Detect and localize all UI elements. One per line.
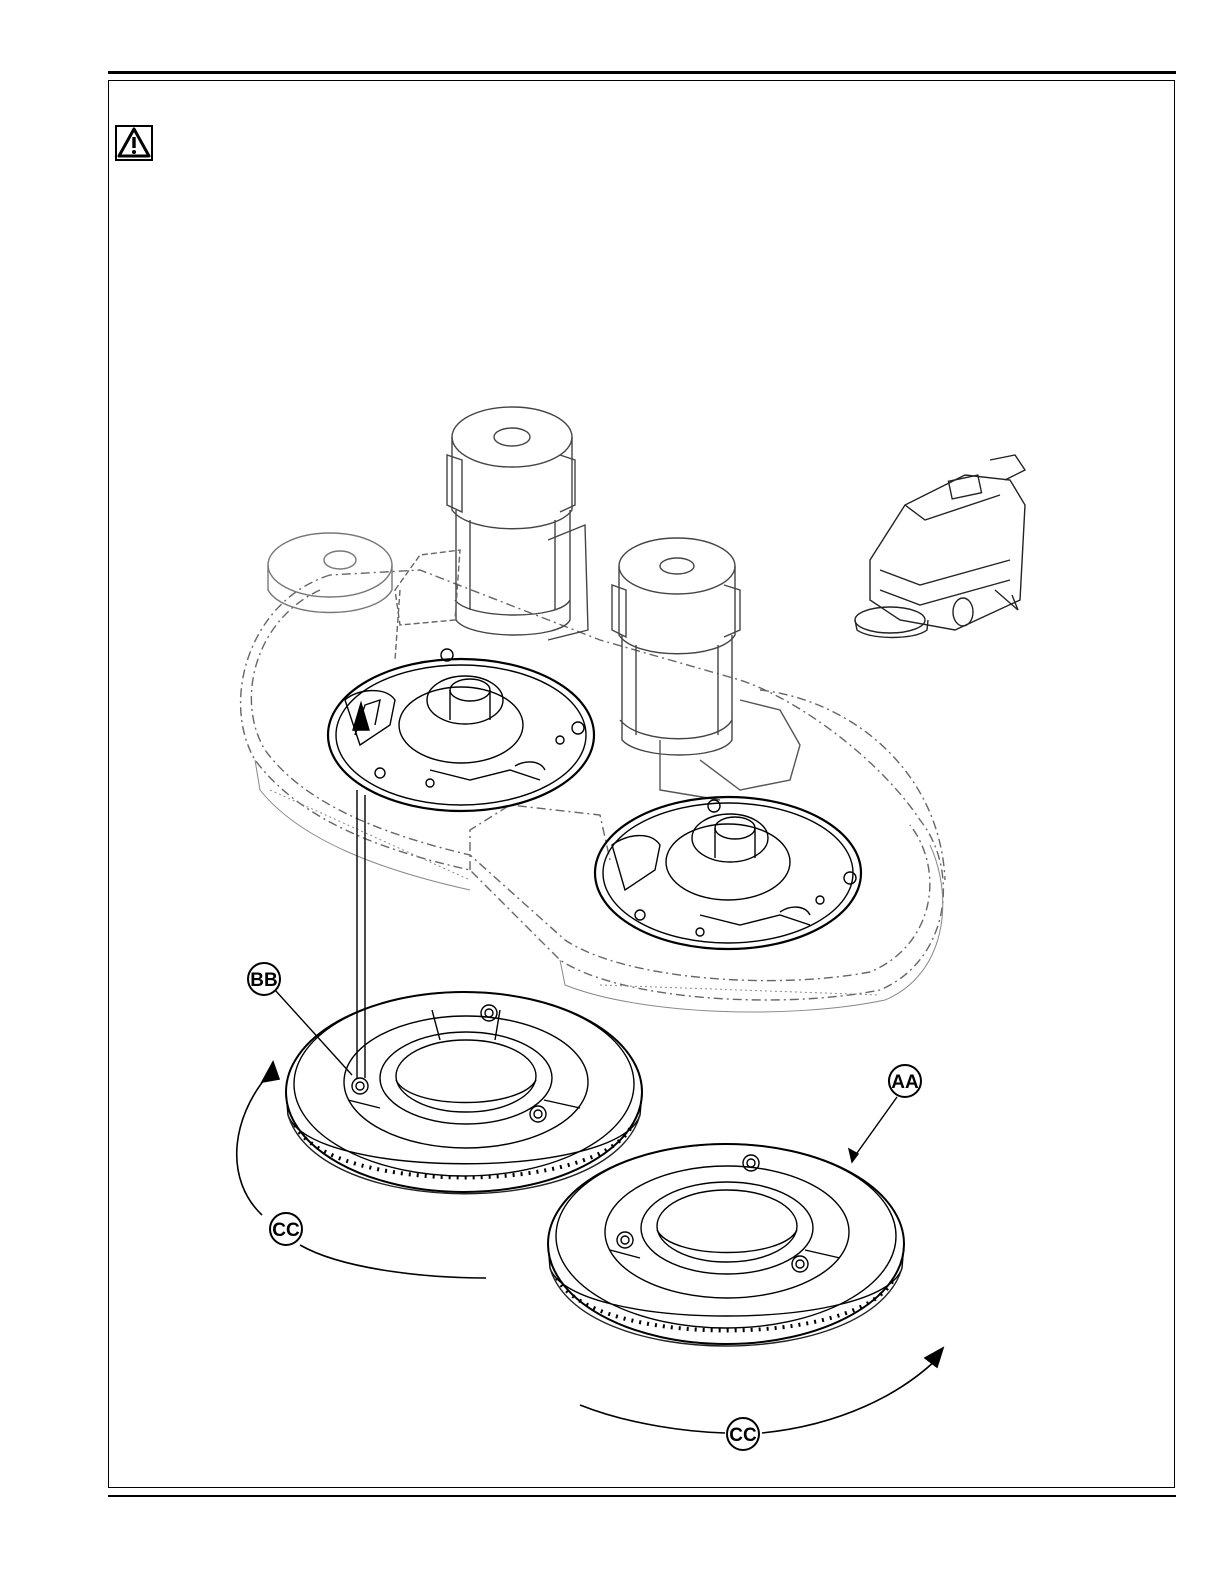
svg-text:CC: CC bbox=[729, 1425, 757, 1446]
gearbox-right bbox=[660, 700, 800, 800]
motor-front bbox=[612, 538, 740, 755]
svg-text:CC: CC bbox=[272, 1220, 300, 1241]
bottom-rule bbox=[108, 1495, 1176, 1497]
drive-hub-right bbox=[595, 797, 861, 949]
svg-text:AA: AA bbox=[891, 1072, 919, 1093]
brush-assembly-illustration: BB AA CC CC bbox=[110, 82, 1174, 1486]
dashed-cap bbox=[268, 533, 392, 613]
callout-cc-right: CC bbox=[727, 1418, 759, 1450]
machine-thumbnail bbox=[855, 455, 1025, 638]
top-rule bbox=[108, 71, 1176, 74]
callout-cc-left: CC bbox=[270, 1213, 302, 1245]
gearbox-left bbox=[395, 550, 460, 660]
rotation-arrow-right bbox=[580, 1348, 943, 1433]
callout-bb: BB bbox=[248, 963, 280, 995]
pad-driver-right bbox=[548, 1144, 904, 1346]
motor-rear bbox=[447, 407, 588, 640]
scrub-deck bbox=[241, 570, 945, 1000]
svg-text:BB: BB bbox=[250, 970, 277, 991]
deck-teeth-edge bbox=[255, 760, 943, 1012]
callout-aa: AA bbox=[889, 1065, 921, 1097]
pad-driver-left bbox=[286, 992, 642, 1194]
